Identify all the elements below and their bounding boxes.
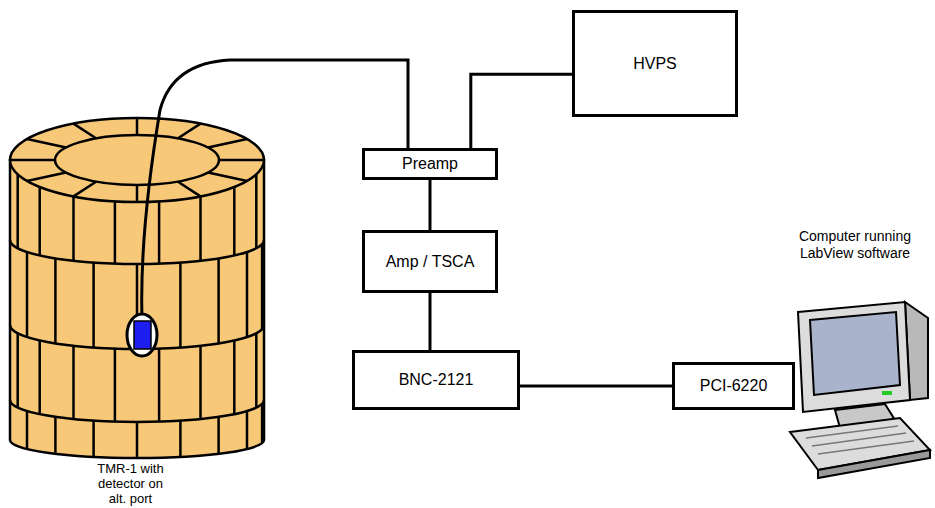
computer-caption: Computer running LabView software xyxy=(785,228,925,262)
power-supply-box: HVPS xyxy=(572,10,738,117)
box-label: Amp / TSCA xyxy=(386,253,475,271)
reactor-caption: TMR-1 with detector on alt. port xyxy=(88,461,173,506)
alt-port xyxy=(127,314,157,356)
box-label: HVPS xyxy=(633,55,677,73)
reactor-drawing xyxy=(10,118,264,458)
preamp-box: Preamp xyxy=(362,148,498,180)
box-label: BNC-2121 xyxy=(399,371,474,389)
connector-block-box: BNC-2121 xyxy=(352,350,520,410)
box-label: Preamp xyxy=(402,155,458,173)
signal-wire xyxy=(471,74,572,148)
computer-drawing xyxy=(790,302,930,478)
signal-wire xyxy=(429,293,432,350)
amplifier-box: Amp / TSCA xyxy=(362,230,498,293)
detector xyxy=(134,321,151,349)
signal-wire xyxy=(520,385,672,388)
signal-wire xyxy=(429,180,432,230)
box-label: PCI-6220 xyxy=(700,377,768,395)
daq-card-box: PCI-6220 xyxy=(672,362,795,410)
